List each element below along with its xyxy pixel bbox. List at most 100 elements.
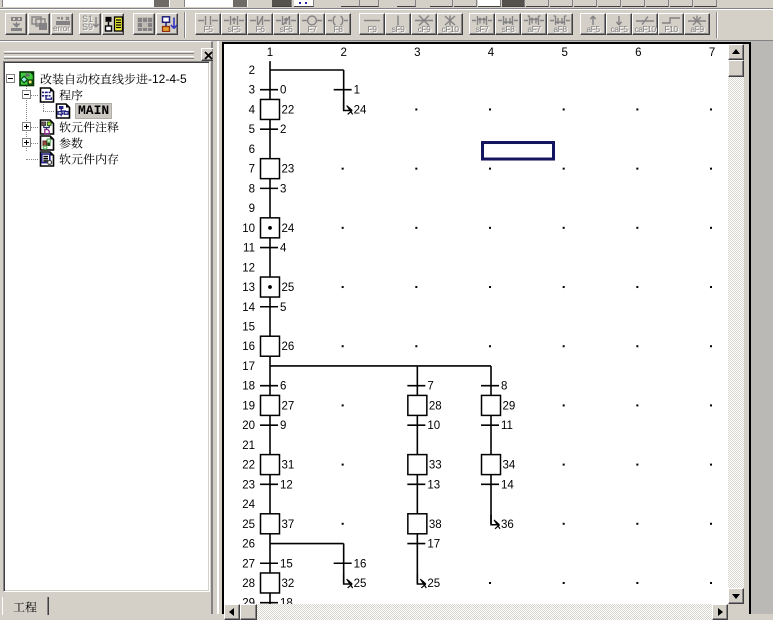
panel-grip-line[interactable] [4,51,194,54]
toolbar-button-clipped[interactable] [694,0,717,7]
error-jump-button[interactable]: error [51,13,73,35]
sfc-cursor[interactable] [481,141,556,161]
symbol-button-aF9[interactable]: aF9 [684,13,710,35]
hscroll-thumb[interactable] [240,604,257,620]
sfc-step[interactable]: 23 [259,157,295,180]
sfc-jump[interactable]: 25 [342,573,367,590]
sfc-step[interactable]: 34 [480,453,516,476]
tree-item-device-comment[interactable] [4,119,209,135]
symbol-button-F10[interactable]: F10 [658,13,684,35]
symbol-button-caF5[interactable]: caF5 [606,13,632,35]
symbol-button-F9[interactable]: F9 [359,13,385,35]
block-display-button[interactable] [133,13,155,35]
sfc-step[interactable]: 25 [259,276,295,298]
sfc-jump[interactable]: 25 [416,573,440,590]
toolbar-button-clipped[interactable] [670,0,693,7]
sfc-transition[interactable]: 4 [260,243,287,255]
sfc-step[interactable]: 32 [259,572,295,594]
sfc-step[interactable]: 28 [407,394,442,417]
sfc-transition[interactable]: 18 [260,598,293,604]
tab-project[interactable] [2,597,49,615]
sfc-transition[interactable]: 9 [260,420,286,432]
sfc-transition[interactable]: 6 [260,381,286,393]
sfc-step[interactable]: 38 [407,513,442,535]
sfc-step[interactable]: 26 [259,335,295,357]
sfc-transition[interactable]: 17 [407,539,440,551]
sfc-transition[interactable]: 5 [260,302,286,314]
sfc-step[interactable]: 33 [407,453,442,476]
scroll-left-button[interactable] [224,604,240,620]
sfc-step[interactable]: 27 [259,394,295,417]
sfc-step[interactable]: 29 [480,394,516,417]
symbol-button-sF5[interactable]: sF5 [221,13,247,35]
scroll-up-button[interactable] [728,44,744,60]
toolbar-button-clipped[interactable] [646,0,669,7]
vscroll-track[interactable] [728,44,744,604]
tree-plus-toggle[interactable] [22,122,31,131]
symbol-button-F6[interactable]: F6 [247,13,273,35]
tree-item-project-root[interactable]: -12-4-5 [4,71,209,87]
toolbar-button-clipped[interactable] [272,0,292,7]
sfc-transition[interactable]: 8 [481,381,507,393]
toolbar-button-clipped[interactable] [341,0,360,7]
symbol-button-F5[interactable]: F5 [195,13,221,35]
toolbar-button-clipped[interactable] [397,0,416,7]
tree-item-device-memory[interactable] [4,151,209,167]
toolbar-button-clipped[interactable] [502,0,525,7]
sfc-block-sort-button[interactable] [156,13,178,35]
sfc-transition[interactable]: 0 [260,85,286,97]
toolbar-button-clipped[interactable] [598,0,621,7]
toolbar-button-clipped[interactable] [294,0,314,7]
sfc-step-list-button[interactable] [102,13,124,35]
toolbar-button-clipped[interactable] [550,0,573,7]
sfc-transition[interactable]: 7 [407,381,434,393]
vscroll-thumb[interactable] [728,60,744,77]
sfc-transition[interactable]: 2 [260,124,286,136]
symbol-button-sF8[interactable]: sF8 [495,13,521,35]
sfc-transition[interactable]: 1 [333,85,360,97]
sfc-transition[interactable]: 12 [260,479,293,491]
symbol-button-F8[interactable]: F8 [325,13,351,35]
sfc-step[interactable]: 31 [259,453,295,476]
sfc-step[interactable]: 37 [259,513,295,535]
sfc-jump[interactable]: 24 [342,100,367,116]
toolbar-combobox-clipped[interactable] [2,0,170,7]
horizontal-scrollbar[interactable] [224,604,728,620]
toolbar-button-clipped[interactable] [526,0,549,7]
symbol-button-sF7[interactable]: sF7 [469,13,495,35]
scroll-down-button[interactable] [728,588,744,604]
symbol-button-aF8[interactable]: aF8 [547,13,573,35]
sfc-transition[interactable]: 16 [333,558,367,570]
combobox-dropdown-clipped[interactable] [233,0,247,7]
toolbar-button-clipped[interactable] [574,0,597,7]
symbol-button-cF10[interactable]: cF10 [437,13,463,35]
symbol-button-sF9[interactable]: sF9 [385,13,411,35]
tree-item-program[interactable] [4,87,209,103]
combobox-dropdown-clipped[interactable] [154,0,169,7]
symbol-button-caF10[interactable]: caF10 [632,13,658,35]
panel-grip-line[interactable] [4,56,194,59]
sfc-transition[interactable]: 13 [407,479,440,491]
convert-button[interactable] [5,13,27,35]
symbol-button-cF9[interactable]: cF9 [411,13,437,35]
sfc-step[interactable]: 22 [259,98,295,121]
scroll-right-button[interactable] [712,604,728,620]
tree-plus-toggle[interactable] [22,138,31,147]
symbol-button-sF6[interactable]: sF6 [273,13,299,35]
sfc-transition[interactable]: 14 [481,479,514,491]
sfc-transition[interactable]: 3 [260,183,286,195]
toolbar-button-clipped[interactable] [360,0,379,7]
toolbar-button-clipped[interactable] [454,0,477,7]
hscroll-track[interactable] [224,604,728,620]
tree-minus-toggle[interactable] [6,74,15,83]
panel-splitter[interactable] [213,41,222,614]
sfc-jump[interactable]: 36 [490,514,514,531]
toolbar-button-clipped[interactable] [430,0,453,7]
sfc-step[interactable]: 24 [259,217,295,239]
sfc-transition[interactable]: 11 [481,420,513,432]
symbol-button-F7[interactable]: F7 [299,13,325,35]
symbol-button-aF7[interactable]: aF7 [521,13,547,35]
sfc-transition[interactable]: 15 [260,558,293,570]
